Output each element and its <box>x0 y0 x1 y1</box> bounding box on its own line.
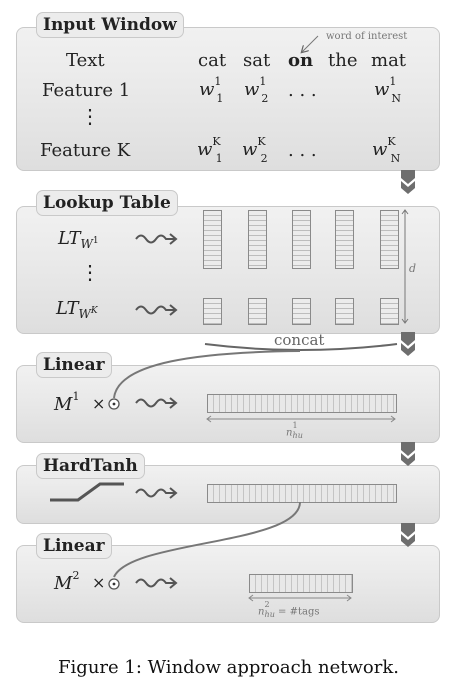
feature1-ellipsis: . . . <box>288 80 317 101</box>
featureK-w1: wK1 <box>197 135 223 165</box>
circle-dot-icon <box>108 578 120 590</box>
word-cat: cat <box>198 50 227 71</box>
linear2-title: Linear <box>36 533 112 559</box>
linear1-dim-arrow <box>206 415 396 423</box>
chevron-down-icon <box>401 332 415 356</box>
lookup-column-3 <box>292 210 311 269</box>
chevron-down-icon <box>401 170 415 194</box>
linear1-dim-label: n1hu <box>286 421 303 441</box>
lookup-column-1 <box>203 210 222 269</box>
feature-vdots: ⋮ <box>80 104 100 128</box>
lookup-column-2 <box>248 210 267 269</box>
featureK-w2: wK2 <box>242 135 268 165</box>
d-dimension-label: d <box>409 262 417 275</box>
linear2-times: × <box>92 573 106 592</box>
lookup-column-k-5 <box>380 298 399 325</box>
concat-connector <box>113 350 301 399</box>
linear1-times: × <box>92 394 106 413</box>
word-of-interest-pointer <box>302 35 319 52</box>
hardtanh-curve-icon <box>50 482 124 502</box>
linear2-dim-label: n2hu = #tags <box>258 600 320 620</box>
concat-label: concat <box>274 331 325 349</box>
wavy-arrow-icon <box>135 487 178 499</box>
linear1-hidden-vector <box>207 394 397 413</box>
feature-1-label: Feature 1 <box>42 80 131 101</box>
lookup-column-k-4 <box>335 298 354 325</box>
featureK-wN: wKN <box>372 135 401 165</box>
input-window-panel <box>16 27 440 171</box>
wavy-arrow-icon <box>135 577 178 589</box>
lt-wK-label: LTWK <box>56 298 98 321</box>
lt-vdots: ⋮ <box>80 260 100 284</box>
lookup-table-panel <box>16 206 440 334</box>
lt-w1-label: LTW1 <box>58 228 99 251</box>
word-mat: mat <box>371 50 407 71</box>
linear1-title: Linear <box>36 352 112 378</box>
lookup-column-5 <box>380 210 399 269</box>
word-of-interest-annotation: word of interest <box>326 31 408 42</box>
feature1-w1: w11 <box>199 75 224 105</box>
linear2-output-vector <box>249 574 353 593</box>
word-the: the <box>328 50 358 71</box>
lookup-column-k-2 <box>248 298 267 325</box>
lookup-column-k-1 <box>203 298 222 325</box>
feature1-wN: w1N <box>374 75 402 105</box>
lookup-table-title: Lookup Table <box>36 190 178 216</box>
feature1-w2: w12 <box>244 75 269 105</box>
input-window-title: Input Window <box>36 12 184 38</box>
linear1-matrix-label: M1 <box>54 390 80 415</box>
word-sat: sat <box>243 50 271 71</box>
wavy-arrow-icon <box>135 304 178 316</box>
lookup-column-4 <box>335 210 354 269</box>
concat-curve <box>204 343 398 351</box>
wavy-arrow-icon <box>135 397 178 409</box>
wavy-arrow-icon <box>135 233 178 245</box>
chevron-down-icon <box>401 523 415 547</box>
circle-dot-icon <box>108 398 120 410</box>
d-dimension-arrow <box>401 209 409 324</box>
feature-K-label: Feature K <box>40 140 131 161</box>
text-row-label: Text <box>66 50 105 71</box>
hardtanh-vector <box>207 484 397 503</box>
linear2-dim-arrow <box>248 594 352 602</box>
hardtanh-connector <box>113 501 301 578</box>
lookup-column-k-3 <box>292 298 311 325</box>
hardtanh-title: HardTanh <box>36 453 145 479</box>
featureK-ellipsis: . . . <box>288 140 317 161</box>
chevron-down-icon <box>401 442 415 466</box>
word-on: on <box>288 50 314 71</box>
figure-caption: Figure 1: Window approach network. <box>58 657 399 678</box>
linear2-matrix-label: M2 <box>54 569 80 594</box>
